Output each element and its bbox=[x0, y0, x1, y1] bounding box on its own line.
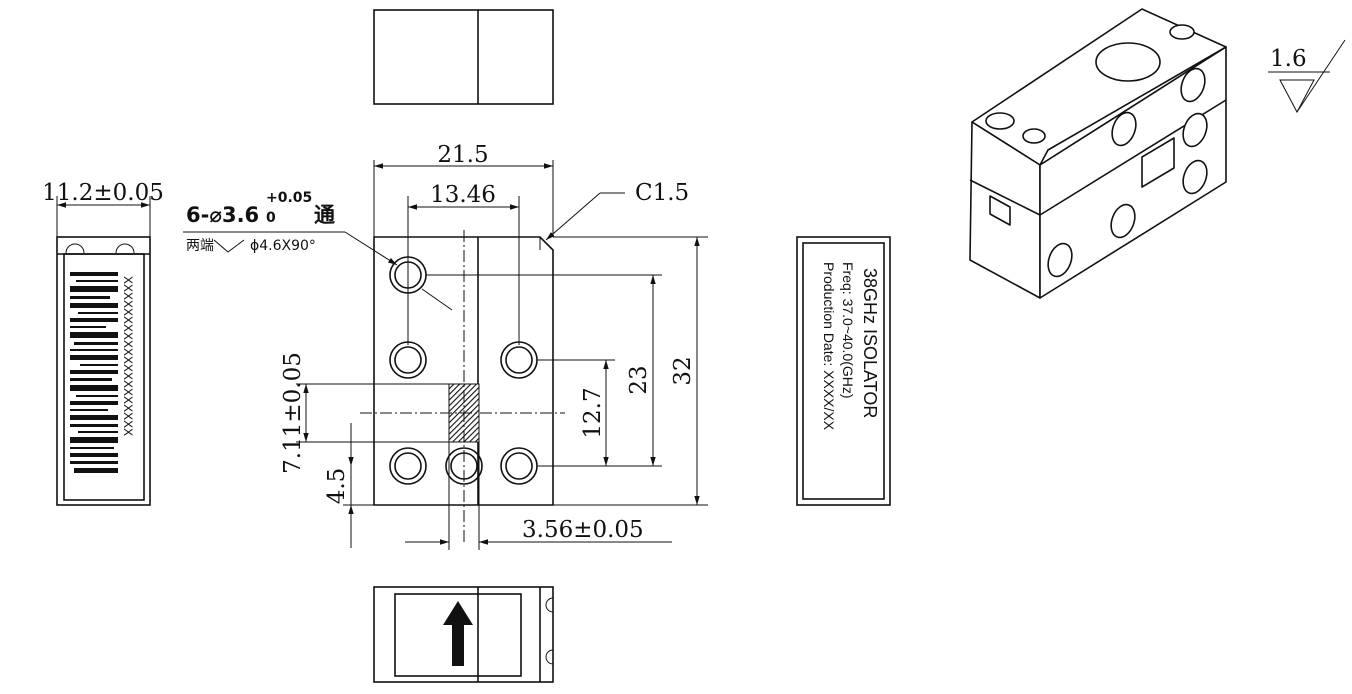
dim-bottom-row-text: 4.5 bbox=[324, 468, 350, 505]
dim-port-width: 3.56±0.05 bbox=[405, 442, 672, 550]
dim-height-overall: 32 bbox=[553, 236, 708, 506]
side-serial-text: XXXXXXXXXXXXXXXXXXXX bbox=[121, 276, 135, 436]
hole-callout-tol-upper: +0.05 bbox=[266, 190, 312, 206]
barcode-icon bbox=[70, 272, 118, 473]
dim-side-width-text: 11.2±0.05 bbox=[42, 180, 164, 206]
dim-port-width-text: 3.56±0.05 bbox=[522, 517, 644, 543]
dim-bottom-row: 4.5 bbox=[324, 423, 374, 548]
label-plate: 38GHz ISOLATOR Freq: 37.0~40.0(GHz) Prod… bbox=[796, 236, 891, 506]
dim-width-overall: 21.5 bbox=[373, 142, 554, 237]
hole-callout-prefix: 6-⌀3.6 bbox=[186, 203, 259, 227]
dim-chamfer-text: C1.5 bbox=[635, 180, 689, 206]
side-view: XXXXXXXXXXXXXXXXXXXX bbox=[56, 236, 151, 506]
dim-hole-spacing-y-outer: 23 bbox=[426, 274, 662, 467]
dim-hole-spacing-y-outer-text: 23 bbox=[626, 365, 652, 394]
direction-arrow-icon bbox=[443, 601, 473, 666]
hole-mid-left bbox=[389, 341, 427, 379]
label-plate-title: 38GHz ISOLATOR bbox=[860, 268, 880, 418]
hole-callout-through: 通 bbox=[314, 203, 335, 227]
isometric-view bbox=[969, 8, 1227, 299]
hole-bottom-right bbox=[500, 447, 538, 485]
hole-mid-right bbox=[500, 341, 538, 379]
hole-bottom-left bbox=[389, 447, 427, 485]
surface-finish-symbol: 1.6 bbox=[1268, 39, 1346, 114]
countersink-symbol bbox=[213, 239, 245, 253]
hole-callout: 6-⌀3.6 +0.05 0 通 两端 ϕ4.6X90° bbox=[183, 190, 453, 311]
dim-hole-spacing-x-text: 13.46 bbox=[430, 182, 496, 208]
hole-callout-tol-lower: 0 bbox=[266, 210, 276, 226]
dim-chamfer: C1.5 bbox=[545, 180, 689, 241]
dim-hole-spacing-x: 13.46 bbox=[407, 182, 520, 345]
top-view bbox=[373, 9, 554, 105]
label-plate-freq: Freq: 37.0~40.0(GHz) bbox=[840, 262, 856, 399]
bottom-view bbox=[373, 586, 554, 683]
dim-port-offset: 7.11±0.05 bbox=[280, 352, 449, 474]
hole-callout-countersink: 两端 bbox=[186, 238, 214, 254]
dim-width-overall-text: 21.5 bbox=[437, 142, 488, 168]
surface-finish-text: 1.6 bbox=[1270, 46, 1307, 72]
dim-height-overall-text: 32 bbox=[670, 356, 696, 385]
front-view bbox=[360, 230, 565, 545]
hole-callout-countersink-spec: ϕ4.6X90° bbox=[250, 238, 316, 254]
hole-bottom-center bbox=[445, 447, 483, 485]
dim-hole-spacing-y-inner-text: 12.7 bbox=[580, 387, 606, 438]
dim-side-width: 11.2±0.05 bbox=[42, 180, 164, 237]
label-plate-date: Production Date: XXXX/XX bbox=[821, 262, 837, 431]
dim-port-offset-text: 7.11±0.05 bbox=[280, 352, 306, 474]
dim-hole-spacing-y-inner: 12.7 bbox=[537, 359, 615, 466]
